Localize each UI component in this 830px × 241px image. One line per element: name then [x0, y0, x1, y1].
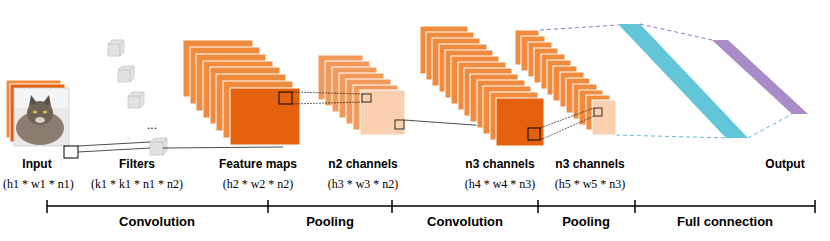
stage-label: Convolution — [119, 215, 195, 230]
cat-picture — [14, 88, 69, 146]
stage-label: Pooling — [306, 215, 354, 230]
layer-name: Feature maps — [219, 158, 297, 172]
dimension-label: (h3 * w3 * n2) — [328, 178, 399, 192]
dimension-label: (h4 * w4 * n3) — [465, 178, 536, 192]
stage-label: Full connection — [677, 215, 773, 230]
dimension-label: (k1 * k1 * n1 * n2) — [91, 178, 183, 192]
layer-name: Output — [765, 158, 804, 172]
stage-label: Pooling — [562, 215, 610, 230]
layer-name: n2 channels — [328, 158, 397, 172]
layer-name: Input — [22, 158, 51, 172]
layer-name: n3 channels — [555, 158, 624, 172]
stage-label: Convolution — [427, 215, 503, 230]
dimension-label: (h5 * w5 * n3) — [555, 178, 626, 192]
dimension-label: (h2 * w2 * n2) — [223, 178, 294, 192]
ellipsis-mark: ... — [147, 119, 157, 133]
layer-name: n3 channels — [465, 158, 534, 172]
dimension-label: (h1 * w1 * n1) — [3, 178, 74, 192]
layer-name: Filters — [119, 158, 155, 172]
